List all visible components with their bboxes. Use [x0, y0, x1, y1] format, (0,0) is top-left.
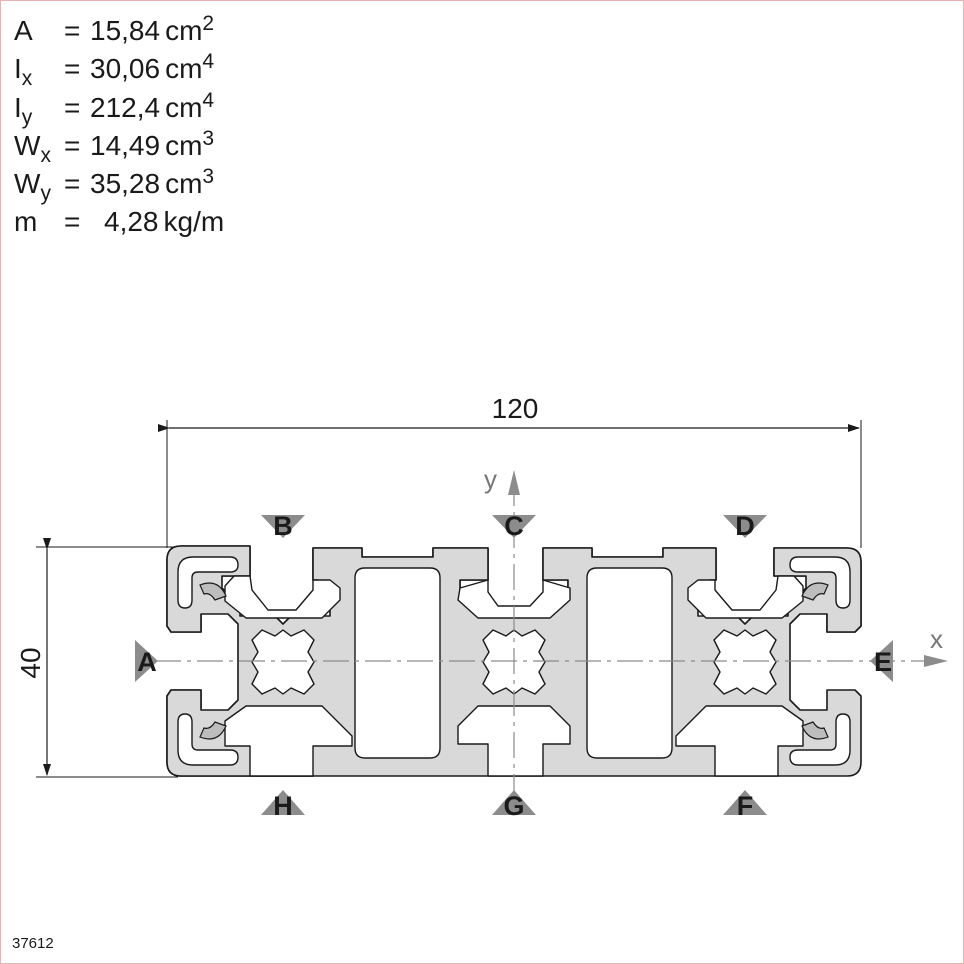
groove-arrow-d-icon: [723, 515, 767, 538]
shoulder-bottom-left: [199, 721, 227, 740]
chamber-right: [586, 567, 673, 759]
property-row-area: A = 15,84 cm2: [14, 12, 224, 50]
core-bore-left: [251, 629, 315, 695]
property-row-wx: Wx = 14,49 cm3: [14, 126, 224, 167]
equals-sign: =: [64, 168, 81, 200]
property-symbol: W: [14, 129, 41, 161]
extension-lines: [36, 420, 862, 778]
width-dimension-label: 120: [492, 393, 539, 424]
property-symbol: I: [14, 53, 22, 85]
property-row-ix: Ix = 30,06 cm4: [14, 50, 224, 91]
property-unit: cm: [165, 91, 203, 123]
groove-label-e: E: [874, 647, 892, 677]
property-symbol: A: [14, 15, 33, 46]
slot-cavity-d: [687, 575, 804, 619]
property-row-mass: m = 4,28 kg/m: [14, 203, 224, 241]
y-axis-arrow-icon: [508, 470, 520, 495]
equals-sign: =: [64, 53, 81, 85]
shoulder-top-left: [199, 582, 227, 601]
x-axis-label: x: [930, 624, 943, 654]
unit-exponent: 3: [202, 165, 215, 189]
groove-arrow-g-icon: [492, 790, 536, 815]
property-row-iy: Iy = 212,4 cm4: [14, 88, 224, 129]
property-subscript: x: [21, 67, 33, 91]
property-unit: cm: [165, 53, 203, 85]
property-subscript: x: [40, 143, 51, 167]
equals-sign: =: [64, 91, 81, 123]
groove-markers: B C D A E H G F: [135, 511, 893, 821]
x-axis-arrow-icon: [924, 655, 948, 667]
shoulder-bottom-right: [801, 721, 829, 740]
width-dimension: 120: [158, 393, 860, 432]
corner-channel-bottom-right: [789, 713, 851, 766]
section-properties: A = 15,84 cm2 Ix = 30,06 cm4 Iy = 212,4 …: [14, 12, 224, 242]
property-value: 30,06: [90, 53, 161, 85]
slot-cavity-b: [224, 575, 341, 619]
axes: x y: [155, 464, 948, 800]
property-unit: cm: [165, 168, 203, 200]
corner-channel-top-left: [177, 556, 239, 609]
unit-exponent: 3: [202, 126, 215, 150]
slot-cavity-c: [457, 579, 571, 619]
property-value: 15,84: [90, 15, 161, 46]
property-unit: kg/m: [163, 206, 225, 238]
groove-arrow-e-icon: [870, 640, 893, 682]
groove-arrow-h-icon: [261, 790, 305, 815]
property-symbol: W: [14, 168, 41, 200]
groove-label-h: H: [273, 791, 293, 821]
equals-sign: =: [64, 206, 81, 238]
core-bore-right: [713, 629, 777, 695]
groove-label-a: A: [137, 647, 157, 677]
groove-arrow-f-icon: [723, 790, 767, 815]
unit-exponent: 4: [202, 50, 215, 74]
groove-label-c: C: [504, 511, 524, 541]
groove-arrow-b-icon: [261, 515, 305, 538]
slot-cavity-f: [675, 705, 804, 777]
property-value: 212,4: [90, 91, 161, 123]
property-subscript: y: [21, 105, 33, 129]
shoulder-top-right: [801, 582, 829, 601]
chamber-left: [354, 567, 441, 759]
groove-label-d: D: [735, 511, 755, 541]
property-row-wy: Wy = 35,28 cm3: [14, 165, 224, 206]
groove-arrow-a-icon: [135, 640, 158, 682]
groove-label-g: G: [503, 791, 524, 821]
property-symbol: I: [14, 91, 22, 123]
equals-sign: =: [64, 129, 81, 161]
corner-shoulders: [199, 582, 829, 740]
part-number: 37612: [12, 935, 54, 952]
groove-label-b: B: [273, 511, 293, 541]
corner-channel-top-right: [789, 556, 851, 609]
property-value: 14,49: [90, 129, 161, 161]
unit-exponent: 4: [202, 88, 215, 112]
corner-channels: [177, 556, 851, 766]
property-unit: cm: [165, 15, 203, 46]
profile-cavities: [224, 567, 804, 777]
property-value: 35,28: [90, 168, 161, 200]
slot-cavity-h: [224, 705, 353, 777]
property-value: 4,28: [104, 206, 159, 238]
height-dimension: 40: [15, 538, 51, 776]
y-axis-label: y: [484, 464, 497, 494]
groove-arrow-c-icon: [492, 515, 536, 538]
unit-exponent: 2: [202, 12, 215, 35]
property-symbol: m: [14, 206, 38, 238]
height-dimension-label: 40: [15, 647, 46, 678]
groove-label-f: F: [737, 791, 754, 821]
property-subscript: y: [40, 182, 51, 206]
corner-channel-bottom-left: [177, 713, 239, 766]
property-unit: cm: [165, 129, 203, 161]
equals-sign: =: [64, 15, 81, 46]
